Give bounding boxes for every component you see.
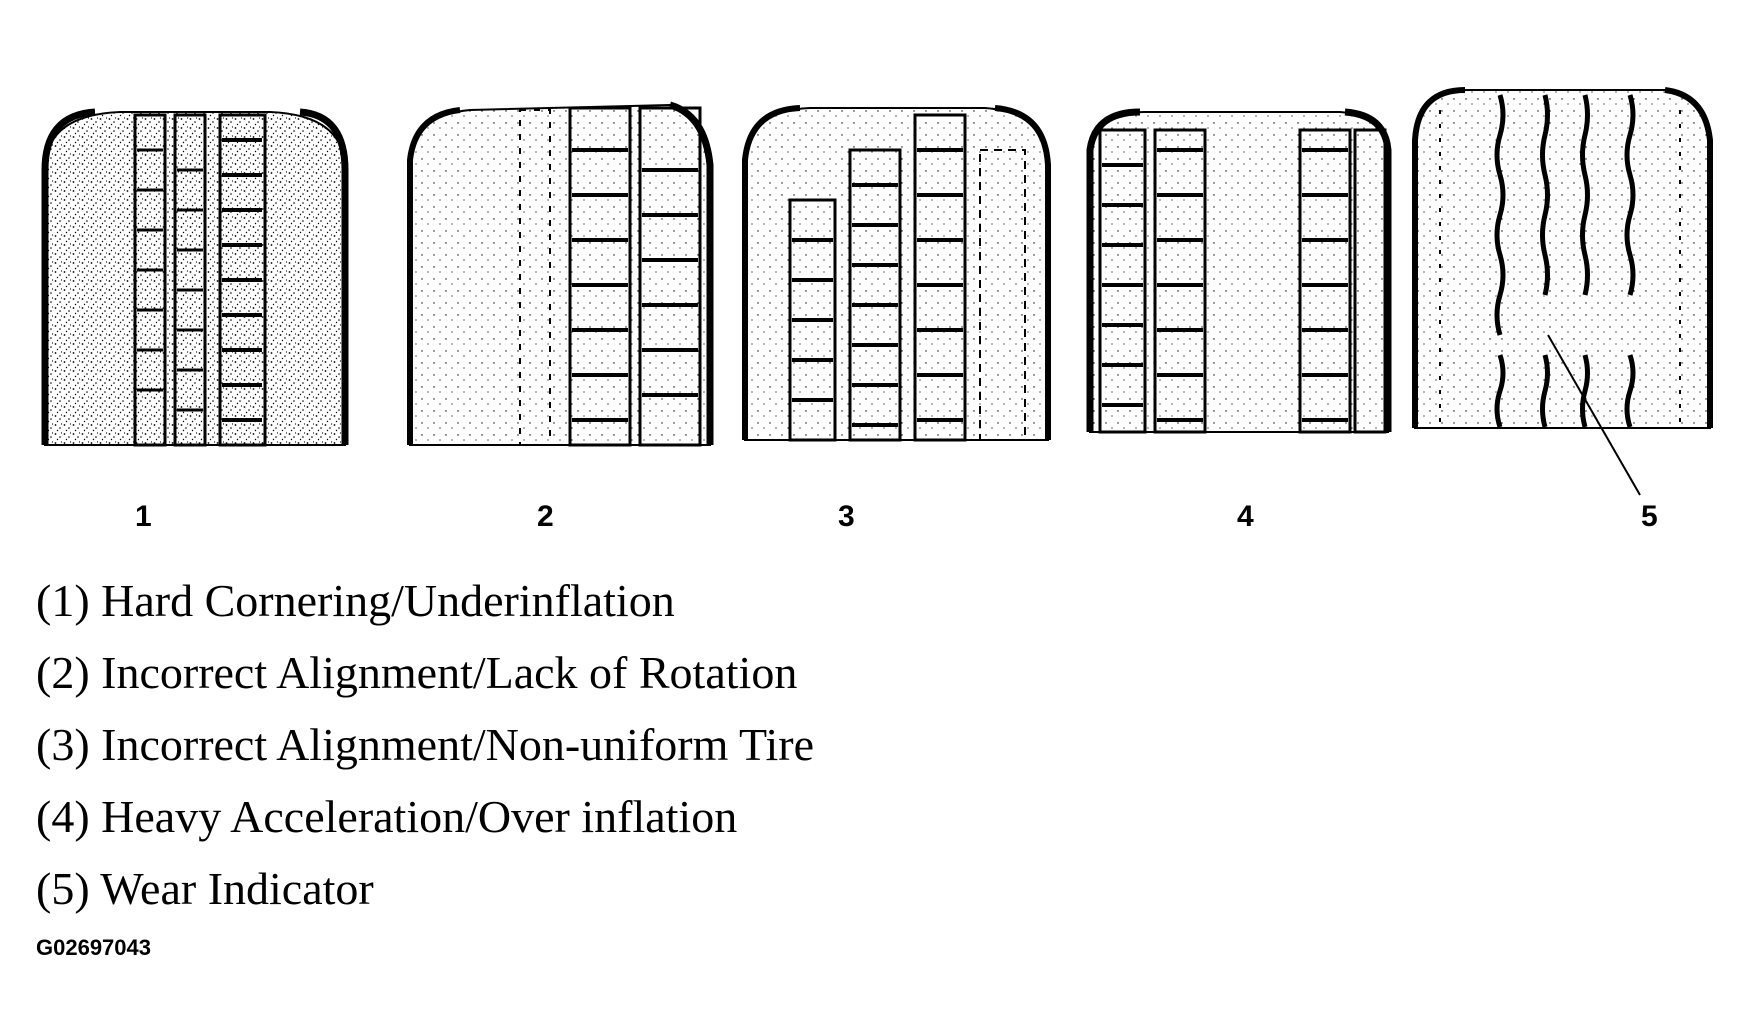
legend-item-3: (3) Incorrect Alignment/Non-uniform Tire bbox=[36, 719, 815, 770]
legend-item-5: (5) Wear Indicator bbox=[36, 863, 374, 914]
legend-item-4: (4) Heavy Acceleration/Over inflation bbox=[36, 791, 738, 842]
figure-id: G02697043 bbox=[36, 935, 151, 960]
legend-item-1: (1) Hard Cornering/Underinflation bbox=[36, 575, 675, 626]
wear-indicator-leader-line bbox=[1547, 334, 1641, 496]
legend: (1) Hard Cornering/Underinflation (2) In… bbox=[36, 565, 814, 925]
tire-3 bbox=[742, 105, 1051, 442]
tire-1-number: 1 bbox=[135, 500, 152, 533]
tire-4-number: 4 bbox=[1237, 500, 1254, 533]
tire-2 bbox=[407, 101, 714, 447]
tire-3-number: 3 bbox=[838, 500, 855, 533]
legend-item-2: (2) Incorrect Alignment/Lack of Rotation bbox=[36, 647, 798, 698]
tire-1 bbox=[41, 108, 349, 447]
tire-2-number: 2 bbox=[537, 500, 554, 533]
tire-4 bbox=[1086, 108, 1392, 434]
tire-5-number: 5 bbox=[1641, 500, 1658, 533]
tire-5 bbox=[1412, 87, 1713, 496]
